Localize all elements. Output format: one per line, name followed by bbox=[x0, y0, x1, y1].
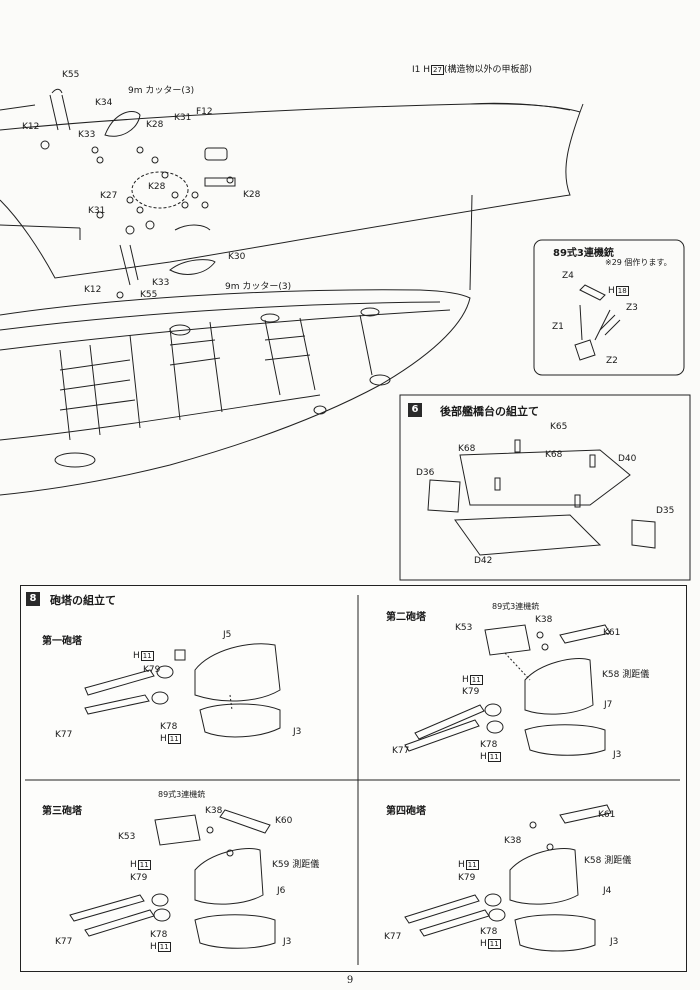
part-label: D40 bbox=[618, 454, 637, 464]
part-label: K77 bbox=[55, 937, 73, 947]
part-label: Z2 bbox=[606, 356, 618, 366]
step8-panel bbox=[20, 585, 687, 972]
part-label: F12 bbox=[196, 107, 213, 117]
part-label: J7 bbox=[604, 700, 613, 710]
part-label: J3 bbox=[613, 750, 622, 760]
part-label: K55 bbox=[140, 290, 158, 300]
part-label: D42 bbox=[474, 556, 493, 566]
part-label: K28 bbox=[148, 182, 166, 192]
part-label: 89式3連機銃 bbox=[158, 790, 206, 799]
part-label: K30 bbox=[228, 252, 246, 262]
part-label: J6 bbox=[277, 886, 286, 896]
turret-4-title: 第四砲塔 bbox=[386, 806, 426, 817]
part-label: 9m カッター(3) bbox=[225, 282, 292, 292]
part-label: 9m カッター(3) bbox=[128, 86, 195, 96]
part-label: Z1 bbox=[552, 322, 564, 332]
part-label: K12 bbox=[84, 285, 102, 295]
part-label: K33 bbox=[152, 278, 170, 288]
part-label: D35 bbox=[656, 506, 675, 516]
part-label: Z4 bbox=[562, 271, 574, 281]
part-label: J3 bbox=[293, 727, 302, 737]
part-label: K65 bbox=[550, 422, 568, 432]
step6-number: 6 bbox=[408, 403, 422, 417]
part-label: K79 bbox=[143, 665, 161, 675]
step8-number: 8 bbox=[26, 592, 40, 606]
part-label: K34 bbox=[95, 98, 113, 108]
hull-drawing bbox=[0, 88, 691, 581]
turret-3-drawing bbox=[69, 809, 276, 949]
part-label: K58 測距儀 bbox=[602, 670, 650, 680]
part-label: K61 bbox=[603, 628, 621, 638]
turret-4-drawing bbox=[404, 804, 612, 952]
part-label: J4 bbox=[603, 886, 612, 896]
part-label: K53 bbox=[118, 832, 136, 842]
part-label: K33 bbox=[78, 130, 96, 140]
part-label: K38 bbox=[205, 806, 223, 816]
part-label: K79 bbox=[458, 873, 476, 883]
part-label: K38 bbox=[535, 615, 553, 625]
part-label: J3 bbox=[610, 937, 619, 947]
part-label: 89式3連機銃 bbox=[492, 602, 540, 611]
part-label: K77 bbox=[384, 932, 402, 942]
part-label: D36 bbox=[416, 468, 435, 478]
turret-3-title: 第三砲塔 bbox=[42, 806, 82, 817]
part-label: K31 bbox=[174, 113, 192, 123]
part-label: K78 bbox=[160, 722, 178, 732]
turret-2-title: 第二砲塔 bbox=[386, 612, 426, 623]
part-label: K78 bbox=[480, 927, 498, 937]
part-label: K55 bbox=[62, 70, 80, 80]
part-label: K61 bbox=[598, 810, 616, 820]
step6-title: 後部艦橋台の組立て bbox=[440, 405, 539, 418]
part-label: K59 測距儀 bbox=[272, 860, 320, 870]
part-label: K78 bbox=[480, 740, 498, 750]
part-label: K58 測距儀 bbox=[584, 856, 632, 866]
part-label: K27 bbox=[100, 191, 118, 201]
part-label: J3 bbox=[283, 937, 292, 947]
part-label: J5 bbox=[223, 630, 232, 640]
step8-title: 砲塔の組立て bbox=[50, 594, 116, 607]
part-label: K28 bbox=[243, 190, 261, 200]
part-label: K77 bbox=[392, 746, 410, 756]
part-label: K28 bbox=[146, 120, 164, 130]
turret-2-drawing bbox=[404, 624, 611, 756]
part-label: K60 bbox=[275, 816, 293, 826]
part-label: K79 bbox=[462, 687, 480, 697]
turret-1-title: 第一砲塔 bbox=[42, 636, 82, 647]
part-label: K31 bbox=[88, 206, 106, 216]
aa-gun-title: 89式3連機銃 bbox=[553, 248, 614, 259]
part-label: K38 bbox=[504, 836, 522, 846]
part-label: K78 bbox=[150, 930, 168, 940]
part-label: K79 bbox=[130, 873, 148, 883]
turret-1-drawing bbox=[84, 643, 281, 738]
part-label: K77 bbox=[55, 730, 73, 740]
aa-gun-note: ※29 個作ります。 bbox=[605, 258, 672, 267]
part-label: K12 bbox=[22, 122, 40, 132]
part-label: Z3 bbox=[626, 303, 638, 313]
part-label: K68 bbox=[545, 450, 563, 460]
part-label: K68 bbox=[458, 444, 476, 454]
part-label: K53 bbox=[455, 623, 473, 633]
page-number: 9 bbox=[346, 975, 354, 986]
